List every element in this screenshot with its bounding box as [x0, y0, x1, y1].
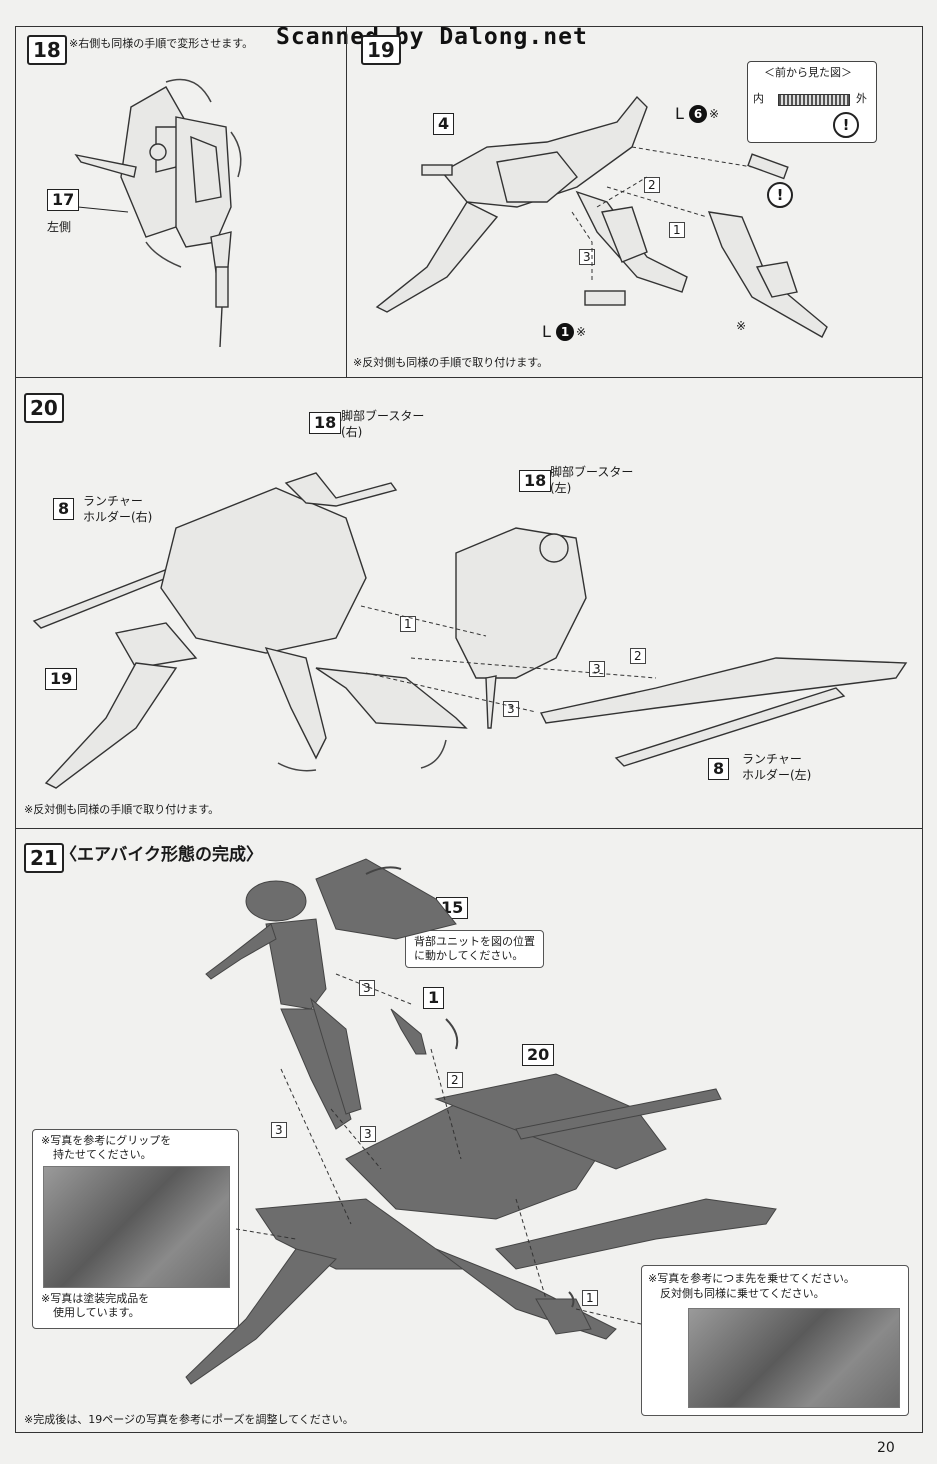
part-ref-1: 1 [423, 987, 445, 1009]
substep-3-left: 3 [271, 1122, 287, 1138]
l1-runner-number: 1 [556, 323, 574, 341]
grip-note-1: ※写真を参考にグリップを [41, 1134, 172, 1147]
grip-note-2: 持たせてください。 [53, 1148, 152, 1161]
inset-title: ＜前から見た図＞ [764, 66, 852, 79]
part-ref-8-right: 8 [53, 498, 75, 520]
substep-3b: 3 [503, 701, 519, 717]
l6-mark: ※ [709, 107, 720, 121]
l1-letter: L [542, 322, 551, 341]
step-note: ※反対側も同様の手順で取り付けます。 [24, 803, 220, 816]
back-unit-bubble: 背部ユニットを図の位置 に動かしてください。 [405, 930, 544, 968]
step-number: 19 [361, 35, 401, 65]
toe-photo-box: ※写真を参考につま先を乗せてください。 反対側も同様に乗せてください。 [641, 1265, 909, 1416]
grip-photo [43, 1166, 230, 1288]
paint-note-2: 使用しています。 [53, 1306, 140, 1319]
step-number: 20 [24, 393, 64, 423]
step-19-panel: 19 ＜前から見た図＞ 内 外 ! 4 L 6 ※ ! 1 2 3 L 1 ※ … [346, 26, 923, 378]
airbike-photo-illustration [185, 858, 777, 1385]
step-note: ※右側も同様の手順で変形させます。 [69, 37, 254, 50]
toe-note-2: 反対側も同様に乗せてください。 [660, 1287, 825, 1300]
substep-1: 1 [582, 1290, 598, 1306]
substep-2: 2 [447, 1072, 463, 1088]
bubble-line-1: 背部ユニットを図の位置 [414, 935, 535, 948]
launcher-holder-right-side: ホルダー(右) [83, 510, 153, 524]
leg-booster-right-label: 脚部ブースター [341, 409, 425, 423]
caution-icon: ! [833, 112, 859, 138]
watermark: Scanned by Dalong.net [276, 24, 588, 50]
frame-illustration [375, 95, 828, 338]
part-ref-18-right: 18 [309, 412, 342, 434]
substep-1: 1 [400, 616, 416, 632]
part-ref-4: 4 [433, 113, 455, 135]
launcher-holder-left-label: ランチャー [742, 752, 802, 766]
part-label-left: 左側 [47, 220, 72, 234]
inset-outer-label: 外 [856, 92, 867, 105]
step-note: ※完成後は、19ページの写真を参考にポーズを調整してください。 [24, 1413, 354, 1426]
step-number: 18 [27, 35, 67, 65]
step-number: 21 [24, 843, 64, 873]
launcher-holder-right-label: ランチャー [83, 494, 143, 508]
bubble-line-2: に動かしてください。 [414, 949, 524, 962]
l1-mark: ※ [576, 325, 587, 339]
step-21-panel: 21 〈エアバイク形態の完成〉 15 背部ユニットを図の位置 に動かしてください… [15, 828, 923, 1433]
assembly-illustration [32, 472, 908, 789]
booster-illustration [74, 78, 242, 348]
toe-photo [688, 1308, 900, 1408]
part-number-17: 17 [47, 189, 80, 211]
caution-icon: ! [767, 182, 793, 208]
page-number: 20 [877, 1440, 895, 1456]
inset-inner-label: 内 [753, 92, 764, 105]
l6-runner-number: 6 [689, 105, 707, 123]
leg-booster-left-side: (左) [550, 481, 572, 495]
substep-2: 2 [644, 177, 660, 193]
substep-3-upper: 3 [359, 980, 375, 996]
part-ref-19: 19 [45, 668, 78, 690]
paint-note-1: ※写真は塗装完成品を [41, 1292, 150, 1305]
step-18-panel: 18 ※右側も同様の手順で変形させます。 17 左側 [15, 26, 347, 378]
part-ref-18-left: 18 [519, 470, 552, 492]
substep-3: 3 [579, 249, 595, 265]
substep-3-mid: 3 [360, 1126, 376, 1142]
part-ref-20: 20 [522, 1044, 555, 1066]
leg-booster-left-label: 脚部ブースター [550, 465, 634, 479]
toe-note-1: ※写真を参考につま先を乗せてください。 [648, 1272, 855, 1285]
step-note: ※反対側も同様の手順で取り付けます。 [353, 356, 549, 369]
leg-booster-right-side: (右) [341, 425, 363, 439]
right-part-mark: ※ [736, 319, 747, 333]
substep-2: 2 [630, 648, 646, 664]
l6-letter: L [675, 104, 684, 123]
step-title: 〈エアバイク形態の完成〉 [60, 845, 263, 865]
step-20-panel: 20 18 脚部ブースター (右) 18 脚部ブースター (左) 8 ランチャー… [15, 377, 923, 829]
front-view-inset: ＜前から見た図＞ 内 外 ! [747, 61, 877, 143]
part-ref-8-left: 8 [708, 758, 730, 780]
launcher-holder-left-side: ホルダー(左) [742, 768, 812, 782]
substep-1: 1 [669, 222, 685, 238]
polycap-shaft [778, 94, 850, 106]
